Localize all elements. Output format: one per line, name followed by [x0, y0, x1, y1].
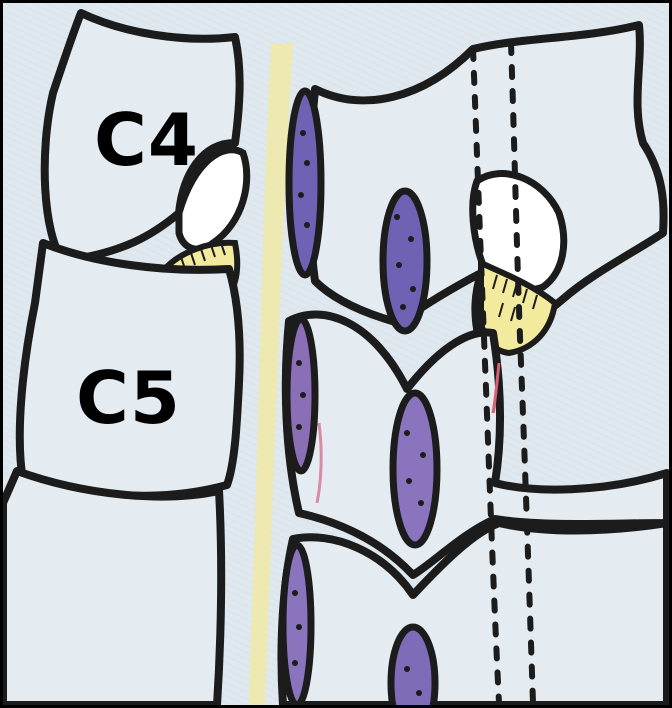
- foramen-4: [393, 393, 437, 545]
- foramen-2: [383, 191, 427, 331]
- c6-posterior-elements: [281, 523, 667, 705]
- c5-label: C5: [76, 362, 181, 434]
- c4-label: C4: [94, 104, 199, 176]
- c6-vertebral-body: [3, 471, 221, 705]
- foramen-1: [289, 91, 321, 275]
- foramen-6: [391, 627, 435, 705]
